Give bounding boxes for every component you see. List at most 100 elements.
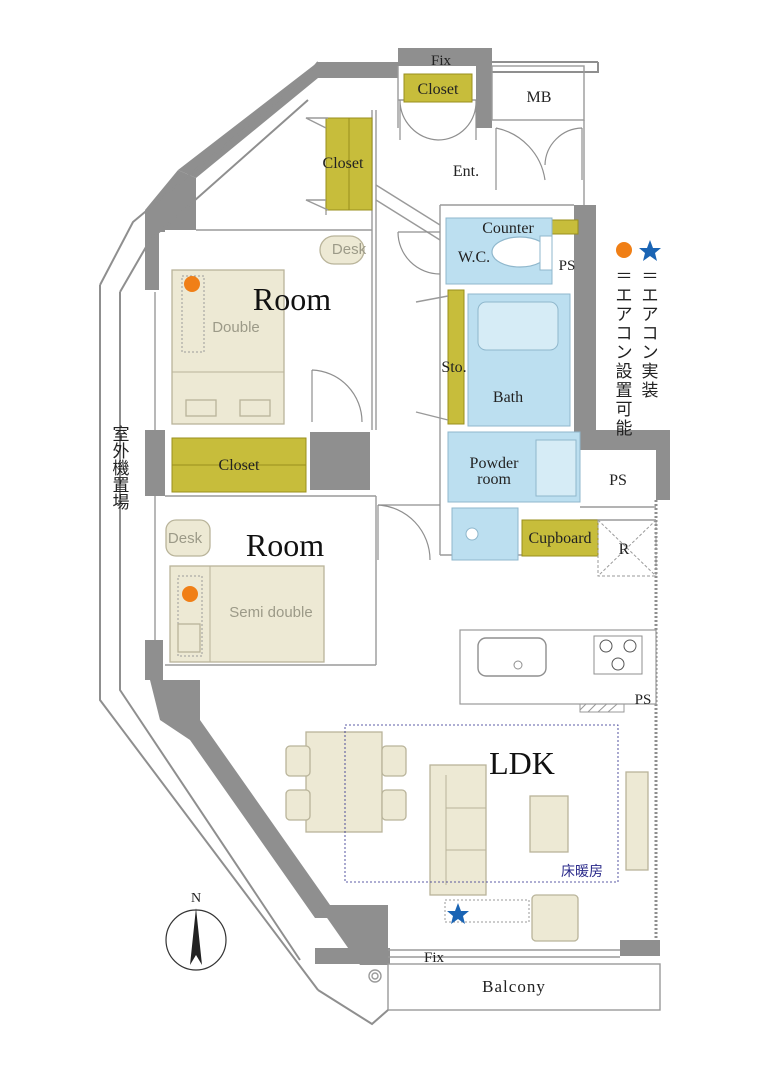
label-ps-right: PS: [609, 472, 627, 489]
legend-dot-text-char: ン: [616, 343, 633, 363]
label-semi-double: Semi double: [229, 604, 312, 621]
armchair: [531, 894, 579, 942]
partition-diagonal-hall: [375, 184, 441, 226]
refrigerator-diag-2: [597, 519, 657, 577]
door-closet-right: [437, 99, 477, 141]
label-double: Double: [212, 319, 260, 336]
door-closet-left: [399, 99, 439, 141]
dining-chair-1: [285, 745, 311, 777]
wall-left-middle: [145, 430, 165, 496]
outdoor-text-char: 置: [113, 476, 130, 496]
aircon-slot-2: [177, 575, 203, 657]
aircon-possible-dot-room2: [182, 586, 198, 602]
outdoor-text-char: 機: [113, 459, 130, 479]
storage-sto: [447, 289, 465, 425]
label-wc: W.C.: [458, 249, 490, 266]
bathtub: [477, 301, 559, 351]
legend-dot-text-char: 置: [616, 381, 633, 401]
label-room-2: Room: [246, 527, 324, 563]
legend-dot-text-char: エ: [616, 286, 633, 306]
wall-bottom-right: [620, 940, 660, 956]
counter-box: [551, 219, 579, 235]
legend-dot-text-char: ア: [616, 305, 633, 325]
legend-star-text-char: ＝: [642, 267, 659, 287]
legend-dot-text-char: 可: [616, 400, 633, 420]
legend-dot-text-char: 設: [616, 362, 633, 382]
label-floor-heating: 床暖房: [561, 864, 603, 880]
dining-table: [305, 731, 383, 833]
label-desk-1: Desk: [332, 241, 367, 258]
door-room2: [377, 504, 431, 561]
label-closet-top: Closet: [418, 81, 459, 98]
wall-top-fix: [398, 48, 490, 66]
north-arrow: N: [165, 891, 227, 971]
mb-outline: [490, 62, 599, 73]
legend-dot-text-char: 能: [616, 419, 633, 439]
dining-chair-4: [381, 789, 407, 821]
refrigerator-space: [597, 519, 657, 577]
outer-line-top: [99, 61, 319, 286]
sofa: [429, 764, 487, 896]
balcony-left-edge: [317, 989, 389, 1026]
label-mb: MB: [527, 89, 552, 106]
wall-left-upper: [145, 230, 159, 290]
wall-bottom-left: [315, 948, 390, 964]
legend-star-text-char: 装: [642, 381, 659, 401]
label-ps-kitchen: PS: [635, 692, 652, 708]
washer-drain: [465, 527, 479, 541]
toilet-tank: [539, 235, 553, 271]
burner-2: [623, 639, 637, 653]
dining-chair-2: [285, 789, 311, 821]
window-line-top: [119, 99, 309, 293]
washbasin: [535, 439, 577, 497]
wall-right-ps: [656, 430, 670, 500]
legend-star-text-char: 実: [642, 362, 659, 382]
balcony-area: [387, 963, 661, 1011]
pillow-1: [185, 399, 217, 417]
outdoor-text-char: 外: [113, 442, 130, 462]
closet-upper-door-1: [305, 117, 328, 129]
label-balcony: Balcony: [482, 977, 546, 996]
wet-areas: [445, 217, 581, 561]
label-closet-middle: Closet: [219, 457, 260, 474]
wall-right-step: [574, 430, 670, 450]
outdoor-text-char: 場: [113, 493, 130, 513]
wall-left-lower: [145, 640, 163, 680]
burner-1: [599, 639, 613, 653]
legend-dot-icon: [616, 242, 632, 258]
labels: Fix Closet MB Closet Ent. Counter W.C. P…: [168, 53, 651, 996]
legend-star-text-char: ア: [642, 305, 659, 325]
legend-star-text-char: コ: [642, 324, 659, 344]
label-ldk: LDK: [489, 745, 555, 781]
dining-chair-3: [381, 745, 407, 777]
label-fix-bottom: Fix: [424, 950, 445, 966]
legend-star-text-char: ン: [642, 343, 659, 363]
wall-pillar-center: [310, 432, 370, 490]
desk-chair-2: [165, 519, 211, 557]
burner-3: [611, 657, 625, 671]
legend-dot-text-char: ＝: [616, 267, 633, 287]
sto-door-1: [415, 295, 449, 303]
pillow-3: [177, 623, 201, 653]
door-room1: [311, 369, 363, 423]
label-ps-wc: PS: [559, 258, 576, 274]
washing-machine-area: [451, 507, 519, 561]
coffee-table: [529, 795, 569, 853]
label-room-1: Room: [253, 281, 331, 317]
door-entrance-left: [495, 127, 546, 190]
label-counter: Counter: [482, 220, 534, 237]
aircon-slot-1: [181, 275, 205, 353]
outer-line-left: [99, 285, 319, 991]
compass-n-label: N: [191, 891, 201, 906]
cooktop: [593, 635, 643, 675]
tv-board: [625, 771, 649, 871]
label-closet-upper: Closet: [323, 155, 364, 172]
kitchen-sink: [477, 637, 547, 677]
legend-star-icon: [639, 240, 661, 261]
label-cupboard: Cupboard: [528, 530, 591, 547]
compass-needle: [190, 908, 202, 965]
legend-star-text-char: エ: [642, 286, 659, 306]
